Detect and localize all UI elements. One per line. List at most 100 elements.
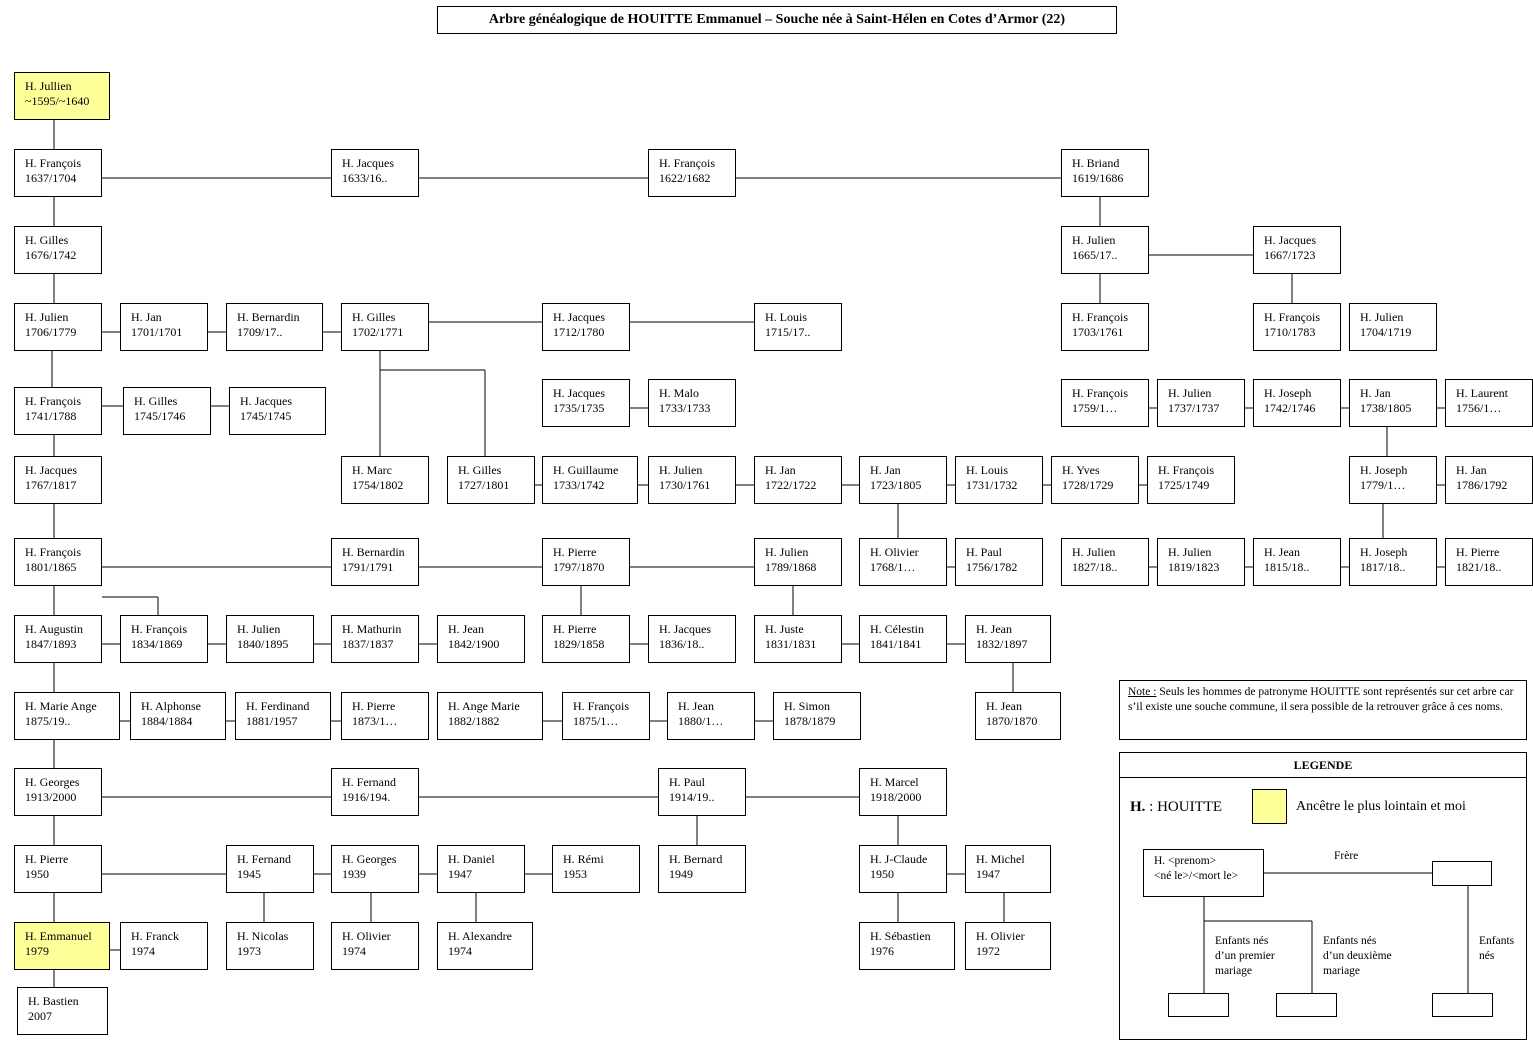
person-name: H. Bernardin	[342, 545, 405, 559]
person-dates: 1706/1779	[25, 325, 77, 339]
person-dates: 1831/1831	[765, 637, 817, 651]
person-dates: 1949	[669, 867, 693, 881]
person-name: H. Pierre	[553, 545, 597, 559]
person-dates: 1837/1837	[342, 637, 394, 651]
person-name: H. Michel	[976, 852, 1025, 866]
person-dates: 1832/1897	[976, 637, 1028, 651]
person-name: H. Julien	[1168, 545, 1212, 559]
legend-sample-line2: <né le>/<mort le>	[1154, 870, 1239, 882]
person-name: H. Jan	[131, 310, 162, 324]
person-name: H. Gilles	[134, 394, 178, 408]
person-dates: 1979	[25, 944, 49, 958]
person-name: H. Alexandre	[448, 929, 512, 943]
person-dates: 1870/1870	[986, 714, 1038, 728]
person-name: H. Paul	[966, 545, 1002, 559]
person-dates: 1873/1…	[352, 714, 398, 728]
person-name: H. Jacques	[659, 622, 711, 636]
person-dates: 1768/1…	[870, 560, 916, 574]
person-dates: 1797/1870	[553, 560, 605, 574]
person-name: H. Fernand	[237, 852, 291, 866]
person-dates: 1701/1701	[131, 325, 183, 339]
legend-child-box-first	[1168, 993, 1229, 1017]
person-name: H. Jacques	[1264, 233, 1316, 247]
person-dates: 1622/1682	[659, 171, 711, 185]
person-name: H. Célestin	[870, 622, 924, 636]
person-dates: 1817/18..	[1360, 560, 1406, 574]
person-dates: 1875/1…	[573, 714, 619, 728]
person-name: H. Joseph	[1360, 545, 1408, 559]
person-name: H. François	[1072, 386, 1128, 400]
person-dates: ~1595/~1640	[25, 94, 90, 108]
person-name: H. Jan	[870, 463, 901, 477]
person-dates: 1742/1746	[1264, 401, 1316, 415]
person-dates: 1914/19..	[669, 790, 715, 804]
person-name: H. Laurent	[1456, 386, 1508, 400]
person-name: H. Gilles	[458, 463, 502, 477]
person-dates: 1819/1823	[1168, 560, 1220, 574]
person-name: H. Pierre	[1456, 545, 1500, 559]
person-name: H. Olivier	[342, 929, 391, 943]
person-name: H. Jacques	[553, 386, 605, 400]
person-dates: 1745/1746	[134, 409, 186, 423]
person-name: H. Pierre	[352, 699, 396, 713]
person-name: H. Bastien	[28, 994, 79, 1008]
person-name: H. Olivier	[976, 929, 1025, 943]
person-dates: 1633/16..	[342, 171, 388, 185]
note-box: Note : Seuls les hommes de patronyme HOU…	[1119, 680, 1527, 740]
note-text: Seuls les hommes de patronyme HOUITTE so…	[1128, 686, 1514, 713]
legend-box: LEGENDE H. : HOUITTE Ancêtre le plus loi…	[1119, 752, 1527, 1040]
person-name: H. Marc	[352, 463, 392, 477]
person-name: H. Simon	[784, 699, 831, 713]
person-dates: 1730/1761	[659, 478, 711, 492]
person-name: H. Jacques	[553, 310, 605, 324]
person-dates: 1841/1841	[870, 637, 922, 651]
person-dates: 1840/1895	[237, 637, 289, 651]
person-name: H. Louis	[765, 310, 807, 324]
person-dates: 1815/18..	[1264, 560, 1310, 574]
person-dates: 1712/1780	[553, 325, 605, 339]
person-dates: 1945	[237, 867, 261, 881]
person-dates: 1676/1742	[25, 248, 77, 262]
person-dates: 1947	[976, 867, 1000, 881]
person-name: H. Mathurin	[342, 622, 402, 636]
person-name: H. Jullien	[25, 79, 72, 93]
person-dates: 1741/1788	[25, 409, 77, 423]
person-dates: 1947	[448, 867, 472, 881]
person-dates: 1878/1879	[784, 714, 836, 728]
person-dates: 1723/1805	[870, 478, 922, 492]
person-dates: 1702/1771	[352, 325, 404, 339]
person-name: H. Julien	[765, 545, 809, 559]
person-dates: 1709/17..	[237, 325, 283, 339]
